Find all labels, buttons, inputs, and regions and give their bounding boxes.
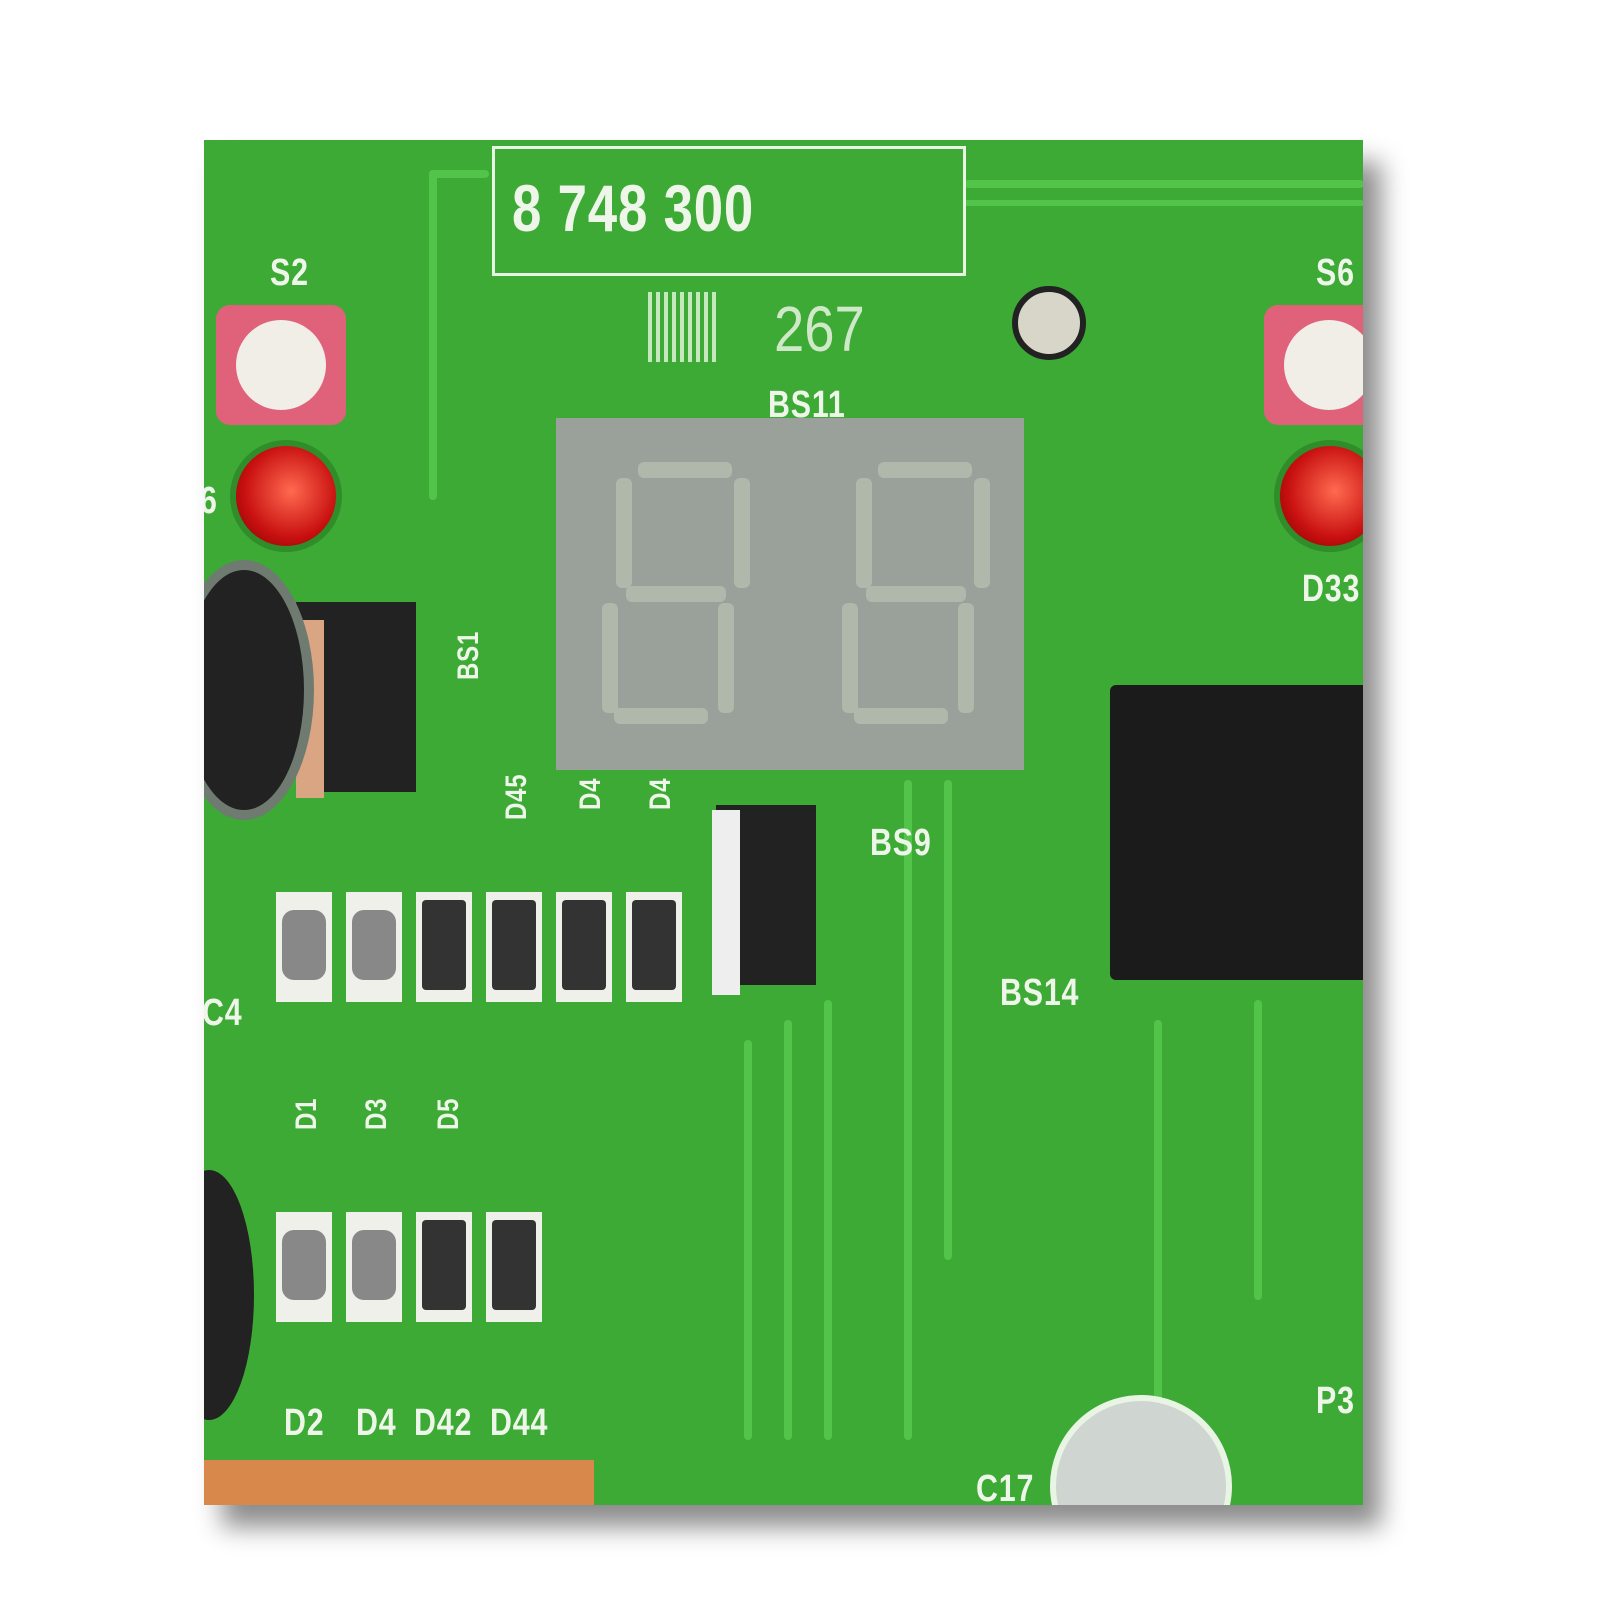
label-d5: D5 (432, 1097, 465, 1130)
regulator-tab (712, 810, 740, 995)
label-6: 6 (204, 480, 218, 523)
label-d4: D4 (356, 1402, 397, 1444)
trace (964, 180, 1363, 188)
label-d2: D2 (284, 1402, 325, 1444)
trace (429, 170, 489, 178)
trace (904, 780, 912, 1440)
label-s6: S6 (1316, 252, 1355, 294)
label-d1: D1 (290, 1097, 323, 1130)
label-bs9: BS9 (870, 822, 932, 864)
circuit-board: 8 748 300 267 S2 6 S6 D33 BS11 BS1 BS9 B… (204, 140, 1363, 1505)
label-c17: C17 (976, 1468, 1035, 1505)
label-d44: D44 (490, 1402, 549, 1444)
trace (1154, 1020, 1162, 1400)
label-p3: P3 (1316, 1380, 1355, 1422)
capacitor (204, 560, 314, 820)
label-d4: D4 (644, 777, 677, 810)
label-d3: D3 (360, 1097, 393, 1130)
part-number-box (492, 146, 966, 276)
part-number: 8 748 300 (512, 171, 755, 245)
trace (964, 200, 1363, 206)
trace (429, 170, 437, 500)
datamatrix-code (648, 292, 718, 362)
label-c4: C4 (204, 992, 243, 1034)
batch-code: 267 (774, 293, 865, 365)
capacitor (204, 1170, 254, 1420)
label-d4: D4 (574, 777, 607, 810)
trace (1254, 1000, 1262, 1300)
label-d45: D45 (500, 773, 533, 820)
led-red (1274, 440, 1363, 552)
label-bs1: BS1 (452, 630, 485, 680)
trace (944, 780, 952, 1260)
label-d33: D33 (1302, 568, 1361, 610)
push-button-s2[interactable] (216, 305, 346, 425)
label-d42: D42 (414, 1402, 473, 1444)
seven-segment-display (556, 418, 1024, 770)
capacitor-c17 (1050, 1395, 1232, 1505)
trace (744, 1040, 752, 1440)
trace (784, 1020, 792, 1440)
connector (204, 1460, 594, 1505)
trimmer (1012, 286, 1086, 360)
ic-chip (1110, 685, 1363, 980)
led-red (230, 440, 342, 552)
push-button-s6[interactable] (1264, 305, 1363, 425)
trace (824, 1000, 832, 1440)
label-bs14: BS14 (1000, 972, 1080, 1014)
label-s2: S2 (270, 252, 309, 294)
